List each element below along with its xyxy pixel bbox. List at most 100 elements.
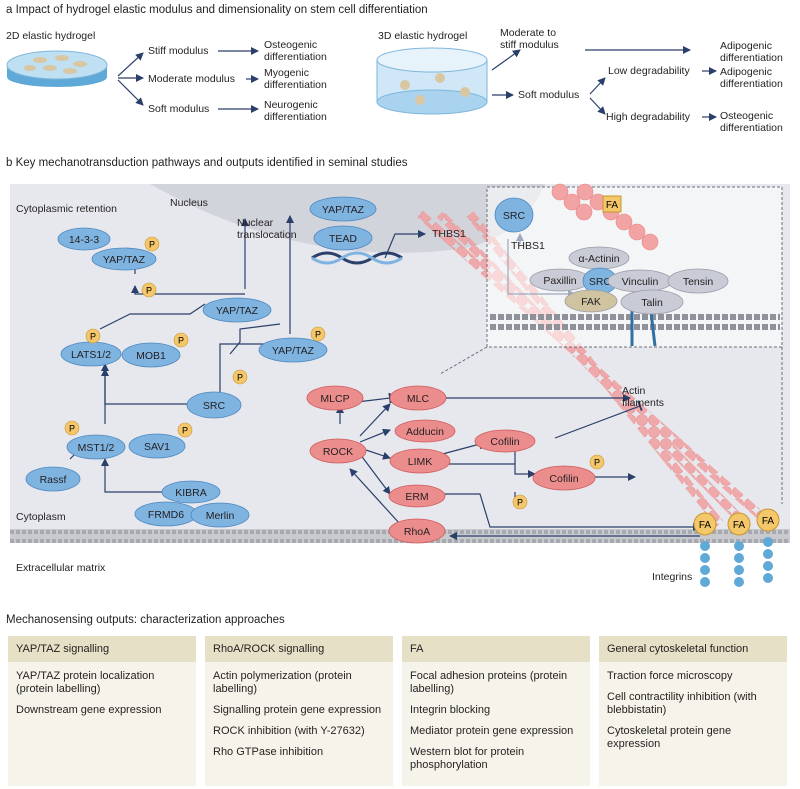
svg-text:P: P	[594, 458, 600, 468]
node-label-frmd6: FRMD6	[148, 509, 184, 521]
table-column-header: FA	[402, 636, 590, 662]
node-label-yaptaz_top: YAP/TAZ	[322, 204, 365, 216]
node-label-mlc: MLC	[407, 393, 430, 405]
thbs1-inset-label: THBS1	[511, 240, 545, 252]
cytoplasm-label: Cytoplasm	[16, 511, 66, 523]
node-label-fa3: FA	[762, 516, 775, 527]
table-item: Mediator protein gene expression	[410, 725, 574, 737]
cytoplasmic-retention-label: Cytoplasmic retention	[16, 203, 117, 215]
phosphate-badge: P	[141, 282, 157, 298]
integrin-segment	[734, 565, 744, 575]
hydrogel-3d-label: 3D elastic hydrogel	[378, 30, 468, 42]
node-mlc: MLC	[389, 385, 447, 411]
svg-text:P: P	[517, 498, 523, 508]
nucleus-label: Nucleus	[170, 197, 208, 209]
node-tensin: Tensin	[667, 268, 729, 294]
node-rassf: Rassf	[25, 466, 81, 492]
integrin-segment	[734, 577, 744, 587]
node-fa3: FA	[756, 508, 780, 532]
table-item: Downstream gene expression	[16, 704, 162, 716]
node-label-sav1: SAV1	[144, 441, 170, 453]
integrin-segment	[734, 553, 744, 563]
table-item: Western blot for protein phosphorylation	[410, 746, 525, 771]
low-degradability-label: Low degradability	[608, 65, 690, 77]
integrin-segment	[763, 549, 773, 559]
node-yaptaz_ret: YAP/TAZ	[91, 247, 157, 271]
node-yaptaz_top: YAP/TAZ	[309, 196, 377, 222]
dish-3d-icon	[376, 47, 488, 115]
node-lats: LATS1/2	[60, 341, 122, 367]
table-item: Cell contractility inhibition (with bleb…	[607, 691, 757, 716]
table-item: Integrin blocking	[410, 704, 491, 716]
node-label-rhoa: RhoA	[404, 526, 430, 538]
node-fa_inset: FA	[602, 195, 622, 213]
svg-text:P: P	[149, 240, 155, 250]
node-yaptaz_mid: YAP/TAZ	[202, 297, 272, 323]
node-label-fa1: FA	[699, 520, 712, 531]
svg-text:P: P	[315, 330, 321, 340]
node-label-tead: TEAD	[329, 233, 357, 245]
node-erm: ERM	[388, 484, 446, 508]
node-label-yaptaz_mid: YAP/TAZ	[216, 305, 259, 317]
node-label-mlcp: MLCP	[320, 393, 349, 405]
node-fak: FAK	[564, 289, 618, 313]
table-title: Mechanosensing outputs: characterization…	[6, 614, 285, 626]
node-tead: TEAD	[313, 225, 373, 251]
node-label-cofilin2: Cofilin	[549, 473, 578, 485]
node-label-fak: FAK	[581, 296, 601, 308]
table-column-header: RhoA/ROCK signalling	[205, 636, 393, 662]
node-label-lats: LATS1/2	[71, 349, 111, 361]
node-label-n1433: 14-3-3	[69, 234, 100, 246]
node-label-mst: MST1/2	[78, 442, 115, 454]
node-label-fa2: FA	[733, 520, 746, 531]
svg-text:P: P	[237, 373, 243, 383]
node-rock: ROCK	[309, 438, 367, 464]
svg-text:P: P	[146, 286, 152, 296]
node-talin: Talin	[620, 289, 684, 315]
node-frmd6: FRMD6	[134, 501, 198, 527]
node-label-kibra: KIBRA	[175, 487, 207, 499]
node-limk: LIMK	[389, 448, 451, 474]
integrin-segment	[763, 573, 773, 583]
node-mlcp: MLCP	[306, 385, 364, 411]
phosphate-badge: P	[589, 454, 605, 470]
node-kibra: KIBRA	[161, 480, 221, 504]
node-fa1: FA	[693, 512, 717, 536]
node-src_inset: SRC	[494, 197, 534, 233]
node-label-src_inset: SRC	[503, 210, 526, 222]
svg-text:P: P	[69, 424, 75, 434]
node-mob1: MOB1	[121, 342, 181, 368]
phosphate-badge: P	[310, 326, 326, 342]
phosphate-badge: P	[177, 422, 193, 438]
node-label-yaptaz_nuc: YAP/TAZ	[272, 345, 315, 357]
node-label-tensin: Tensin	[683, 276, 714, 288]
node-mst: MST1/2	[66, 434, 126, 460]
node-label-erm: ERM	[405, 491, 428, 503]
node-vinculin: Vinculin	[607, 269, 673, 293]
integrin-segment	[734, 541, 744, 551]
node-label-actinin: α-Actinin	[578, 253, 619, 265]
node-label-rassf: Rassf	[40, 474, 67, 486]
moderate-modulus-label: Moderate modulus	[148, 73, 235, 85]
node-label-vinculin: Vinculin	[622, 276, 659, 288]
dish-2d-icon	[6, 50, 108, 87]
phosphate-badge: P	[144, 236, 160, 252]
phosphate-badge: P	[85, 328, 101, 344]
integrins-label: Integrins	[652, 571, 693, 583]
integrin-segment	[700, 553, 710, 563]
node-cofilin1: Cofilin	[474, 429, 536, 453]
svg-text:P: P	[178, 336, 184, 346]
stiff-modulus-label: Stiff modulus	[148, 45, 209, 57]
table-item: Cytoskeletal protein gene expression	[607, 725, 732, 750]
phosphate-badge: P	[512, 494, 528, 510]
focal-adhesion-inset	[439, 183, 783, 504]
node-label-src_inset2: SRC	[589, 276, 612, 288]
